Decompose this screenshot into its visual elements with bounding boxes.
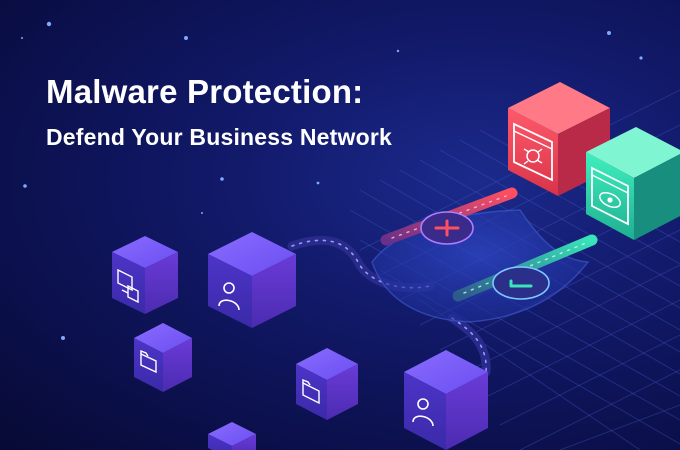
user-cube-2 <box>404 350 488 450</box>
folder-cube-2 <box>296 348 358 420</box>
user-icon <box>218 282 240 311</box>
devices-cube <box>112 236 178 314</box>
plus-icon <box>420 211 474 245</box>
user-icon-2 <box>412 398 434 427</box>
folder-icon-2 <box>302 378 320 405</box>
shield-shape <box>371 209 590 323</box>
virus-icon <box>513 122 553 182</box>
eye-cube <box>586 127 680 240</box>
user-cube <box>208 232 296 328</box>
page-subtitle: Defend Your Business Network <box>46 124 392 150</box>
folder-icon <box>140 349 157 374</box>
eye-icon <box>591 166 629 226</box>
page-title: Malware Protection: <box>46 73 364 110</box>
devices-icon <box>117 268 139 304</box>
folder-cube <box>134 323 192 392</box>
headline: Malware Protection: Defend Your Business… <box>46 72 392 154</box>
minus-icon <box>492 266 550 300</box>
star-field <box>21 21 643 340</box>
partial-cube <box>208 422 256 450</box>
